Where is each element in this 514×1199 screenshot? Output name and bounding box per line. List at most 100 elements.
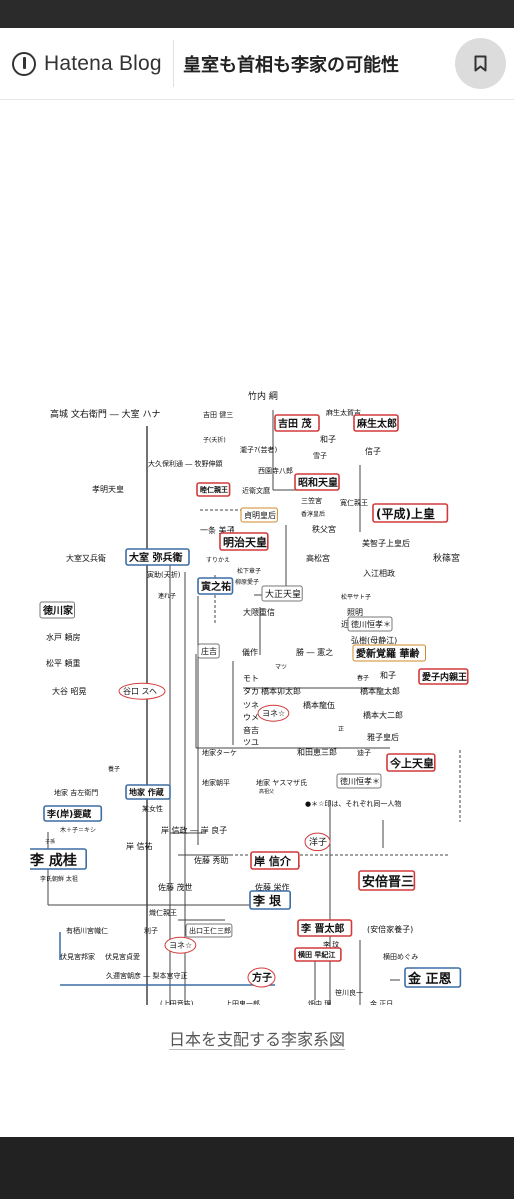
family-member-label: 地家朝平 [202, 778, 230, 787]
label-frame [404, 967, 462, 988]
family-member-label: 岸 信政 ― 岸 良子 [161, 825, 227, 835]
family-member-label: 春子 [357, 674, 369, 682]
label-frame [294, 947, 342, 962]
label-frame [386, 753, 436, 772]
family-member-label: 照明 [347, 608, 363, 617]
family-member-label: 横田めぐみ [383, 952, 418, 961]
blog-title[interactable]: 皇室も首相も李家の可能性 [183, 55, 399, 76]
label-frame [336, 773, 382, 789]
family-member-label: 久邇宮朝彦 ― 梨本宮守正 [106, 971, 187, 980]
family-member-label: 李 垠 [252, 893, 281, 908]
family-member-label: 入江相政 [363, 568, 395, 578]
family-member-label: 竹内 綱 [248, 390, 278, 402]
label-frame [261, 585, 303, 602]
label-frame [304, 832, 331, 852]
family-member-label: 水戸 頼房 [46, 632, 81, 642]
family-member-label: 李(岸)要蔵 [46, 808, 91, 820]
family-member-label: 笹川良一 [335, 988, 363, 997]
family-member-label: 徳川恒孝＊ [351, 619, 391, 629]
label-frame [257, 704, 290, 722]
family-member-label: 洋子 [309, 836, 327, 848]
family-member-label: 秋篠宮 [433, 552, 460, 564]
family-member-label: タカ [243, 687, 259, 696]
family-member-label: 秩父宮 [312, 524, 336, 534]
family-member-label: 雅子皇后 [367, 732, 399, 742]
label-frame [197, 577, 234, 595]
family-member-label: 岸 信介 [254, 854, 292, 868]
family-member-label: 音吉 [243, 725, 259, 735]
family-member-label: 徳川恒孝＊ [340, 776, 380, 786]
label-frame [247, 967, 276, 988]
family-member-label: 貞明皇后 [244, 510, 276, 520]
family-member-label: 有栖川宮幟仁 [66, 926, 108, 935]
family-member-label: 松下章子 [237, 567, 261, 575]
label-frame [353, 414, 399, 432]
family-member-label: 大谷 昭晃 [52, 686, 87, 696]
family-member-label: 地家 作蔵 [129, 787, 164, 797]
pen-nib-icon [12, 52, 36, 76]
family-member-label: 高城 文右衛門 ― 大室 ハナ [50, 408, 160, 420]
family-member-label: 金 正恩 [407, 971, 452, 987]
family-member-label: 香淳皇后 [301, 510, 325, 518]
family-member-label: 熾仁親王 [149, 908, 177, 917]
family-member-label: 愛子内親王 [422, 671, 467, 683]
family-member-label: 孝明天皇 [92, 484, 124, 494]
family-member-label: 和子 [320, 435, 336, 444]
family-member-label: 大隈重信 [243, 607, 275, 617]
family-member-label: 橋本大二郎 [363, 710, 403, 720]
family-member-label: 儀作 [242, 647, 258, 657]
family-member-label: 大室 弥兵衛 [129, 551, 182, 564]
family-member-label: 地家ターケ [202, 748, 237, 757]
header-divider [173, 40, 174, 87]
label-frame [347, 616, 393, 632]
family-member-label: 瀧子?(芸者) [240, 445, 277, 454]
family-member-label: 木＋子＝キシ [60, 826, 96, 834]
family-member-label: 子(夭折) [203, 436, 226, 444]
family-member-label: ヨネ☆ [262, 709, 285, 718]
family-member-label: 和子 [380, 671, 396, 680]
family-member-label: 寅助(夭折) [147, 570, 181, 579]
label-frame [219, 532, 269, 551]
family-member-label: 岸 信祐 [126, 841, 153, 851]
family-member-label: 高祖父 [259, 788, 274, 795]
family-member-label: ●＊☆印は、それぞれ同一人物 [305, 799, 401, 808]
label-frame [196, 482, 231, 497]
hatena-blog-logo[interactable]: Hatena Blog [12, 50, 162, 78]
family-member-label: 柳原愛子 [235, 578, 259, 586]
family-member-label: ヨネ☆ [169, 941, 192, 950]
family-member-label: 伏見宮貞愛 [105, 952, 140, 961]
family-member-label: (平成)上皇 [376, 506, 435, 521]
family-member-label: 大正天皇 [265, 588, 301, 600]
family-member-label: 愛新覚羅 華齢 [356, 647, 420, 660]
family-member-label: 李 玟 [323, 940, 339, 949]
family-member-label: マツ [275, 664, 287, 671]
label-frame [43, 805, 103, 822]
family-member-label: 伏見宮邦家 [60, 952, 95, 961]
label-frame [197, 643, 220, 659]
family-member-label: 美智子上皇后 [362, 538, 410, 548]
family-member-label: 佐藤 秀助 [194, 855, 229, 865]
label-frame [125, 548, 190, 566]
label-frame [250, 851, 300, 870]
label-frame [358, 870, 416, 891]
label-frame [352, 644, 426, 662]
logo-text: Hatena Blog [44, 52, 162, 75]
label-frame [297, 919, 353, 937]
family-member-label: 吉田 茂 [278, 417, 311, 430]
family-member-label: 庄吉 [201, 646, 217, 656]
family-member-label: 橋本龍太郎 [360, 686, 400, 696]
family-member-label: 信子 [365, 446, 381, 456]
label-frame [185, 923, 233, 938]
family-member-label: 明治天皇 [223, 535, 267, 549]
family-member-label: モト [243, 674, 259, 683]
family-member-label: 西園寺八郎 [258, 466, 293, 475]
family-member-label: ツユ [243, 738, 259, 747]
article-content: 竹内 綱麻生太賀吉吉田 健三高城 文右衛門 ― 大室 ハナ吉田 茂麻生太郎子(夭… [0, 100, 514, 1137]
family-member-label: 一条 美子 [200, 525, 235, 535]
family-member-label: 畑中 理 [308, 999, 331, 1005]
family-member-label: 連れ子 [158, 592, 176, 600]
bookmark-button[interactable] [455, 38, 506, 89]
family-member-label: 李 成桂 [30, 852, 77, 869]
family-member-label: 地家 ヤスマザ氏 [256, 778, 307, 787]
family-member-label: すりかえ [206, 557, 230, 564]
